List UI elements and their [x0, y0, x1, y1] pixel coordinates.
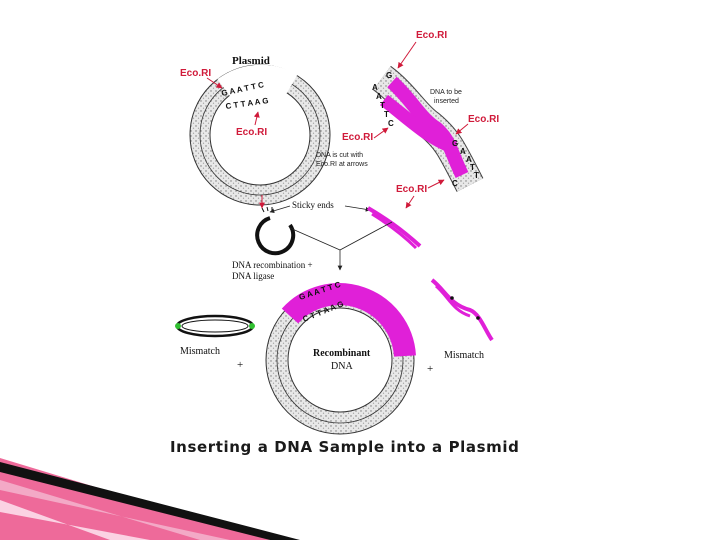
svg-text:T: T	[384, 110, 389, 119]
plus-left: +	[237, 359, 243, 371]
svg-text:A: A	[460, 147, 466, 156]
dna-to-be-inserted-line1: DNA to be	[430, 89, 462, 96]
svg-text:A: A	[466, 155, 472, 164]
mismatch-right-label: Mismatch	[444, 350, 484, 361]
ecori-label-plasmid-inner: Eco.RI	[236, 127, 267, 138]
diagram-caption: Inserting a DNA Sample into a Plasmid	[170, 438, 519, 456]
svg-text:G: G	[386, 71, 392, 80]
ecori-label-plasmid-top: Eco.RI	[180, 68, 211, 79]
plus-right: +	[427, 363, 433, 375]
recombinant-plasmid	[265, 283, 416, 435]
svg-text:A: A	[376, 92, 382, 101]
svg-text:T: T	[474, 171, 479, 180]
recombination-line2: DNA ligase	[232, 271, 274, 281]
svg-text:T: T	[380, 101, 385, 110]
mismatch-plasmid-left	[175, 314, 255, 338]
slide-ribbon-decoration	[0, 458, 300, 540]
dna-cut-line2: Eco.RI at arrows	[316, 161, 368, 168]
sticky-insert-fragment	[366, 206, 422, 250]
svg-text:C: C	[452, 179, 458, 188]
ecori-label-top: Eco.RI	[416, 30, 447, 41]
svg-text:G: G	[452, 139, 458, 148]
insert-left-letters: G A A T T C	[372, 71, 394, 128]
sticky-ends-label: Sticky ends	[292, 200, 334, 210]
ecori-label-bottom: Eco.RI	[396, 184, 427, 195]
recombinant-dna-label: DNA	[331, 361, 353, 372]
dna-insert-strand	[372, 65, 484, 192]
recombination-line1: DNA recombination +	[232, 260, 313, 270]
plasmid-circle	[189, 64, 331, 206]
insert-right-letters: G A A T T C	[452, 139, 479, 188]
mismatch-insert-right	[430, 278, 494, 342]
svg-text:T: T	[470, 163, 475, 172]
recombinant-label: Recombinant	[313, 348, 371, 359]
dna-cut-line1: DNA is cut with	[316, 152, 363, 159]
cut-plasmid-icon	[255, 206, 296, 256]
mismatch-left-label: Mismatch	[180, 346, 220, 357]
svg-text:C: C	[388, 119, 394, 128]
ecori-label-mid: Eco.RI	[342, 132, 373, 143]
ecori-label-right: Eco.RI	[468, 114, 499, 125]
dna-to-be-inserted-line2: inserted	[434, 98, 459, 105]
plasmid-label: Plasmid	[232, 55, 270, 67]
svg-text:A: A	[372, 83, 378, 92]
